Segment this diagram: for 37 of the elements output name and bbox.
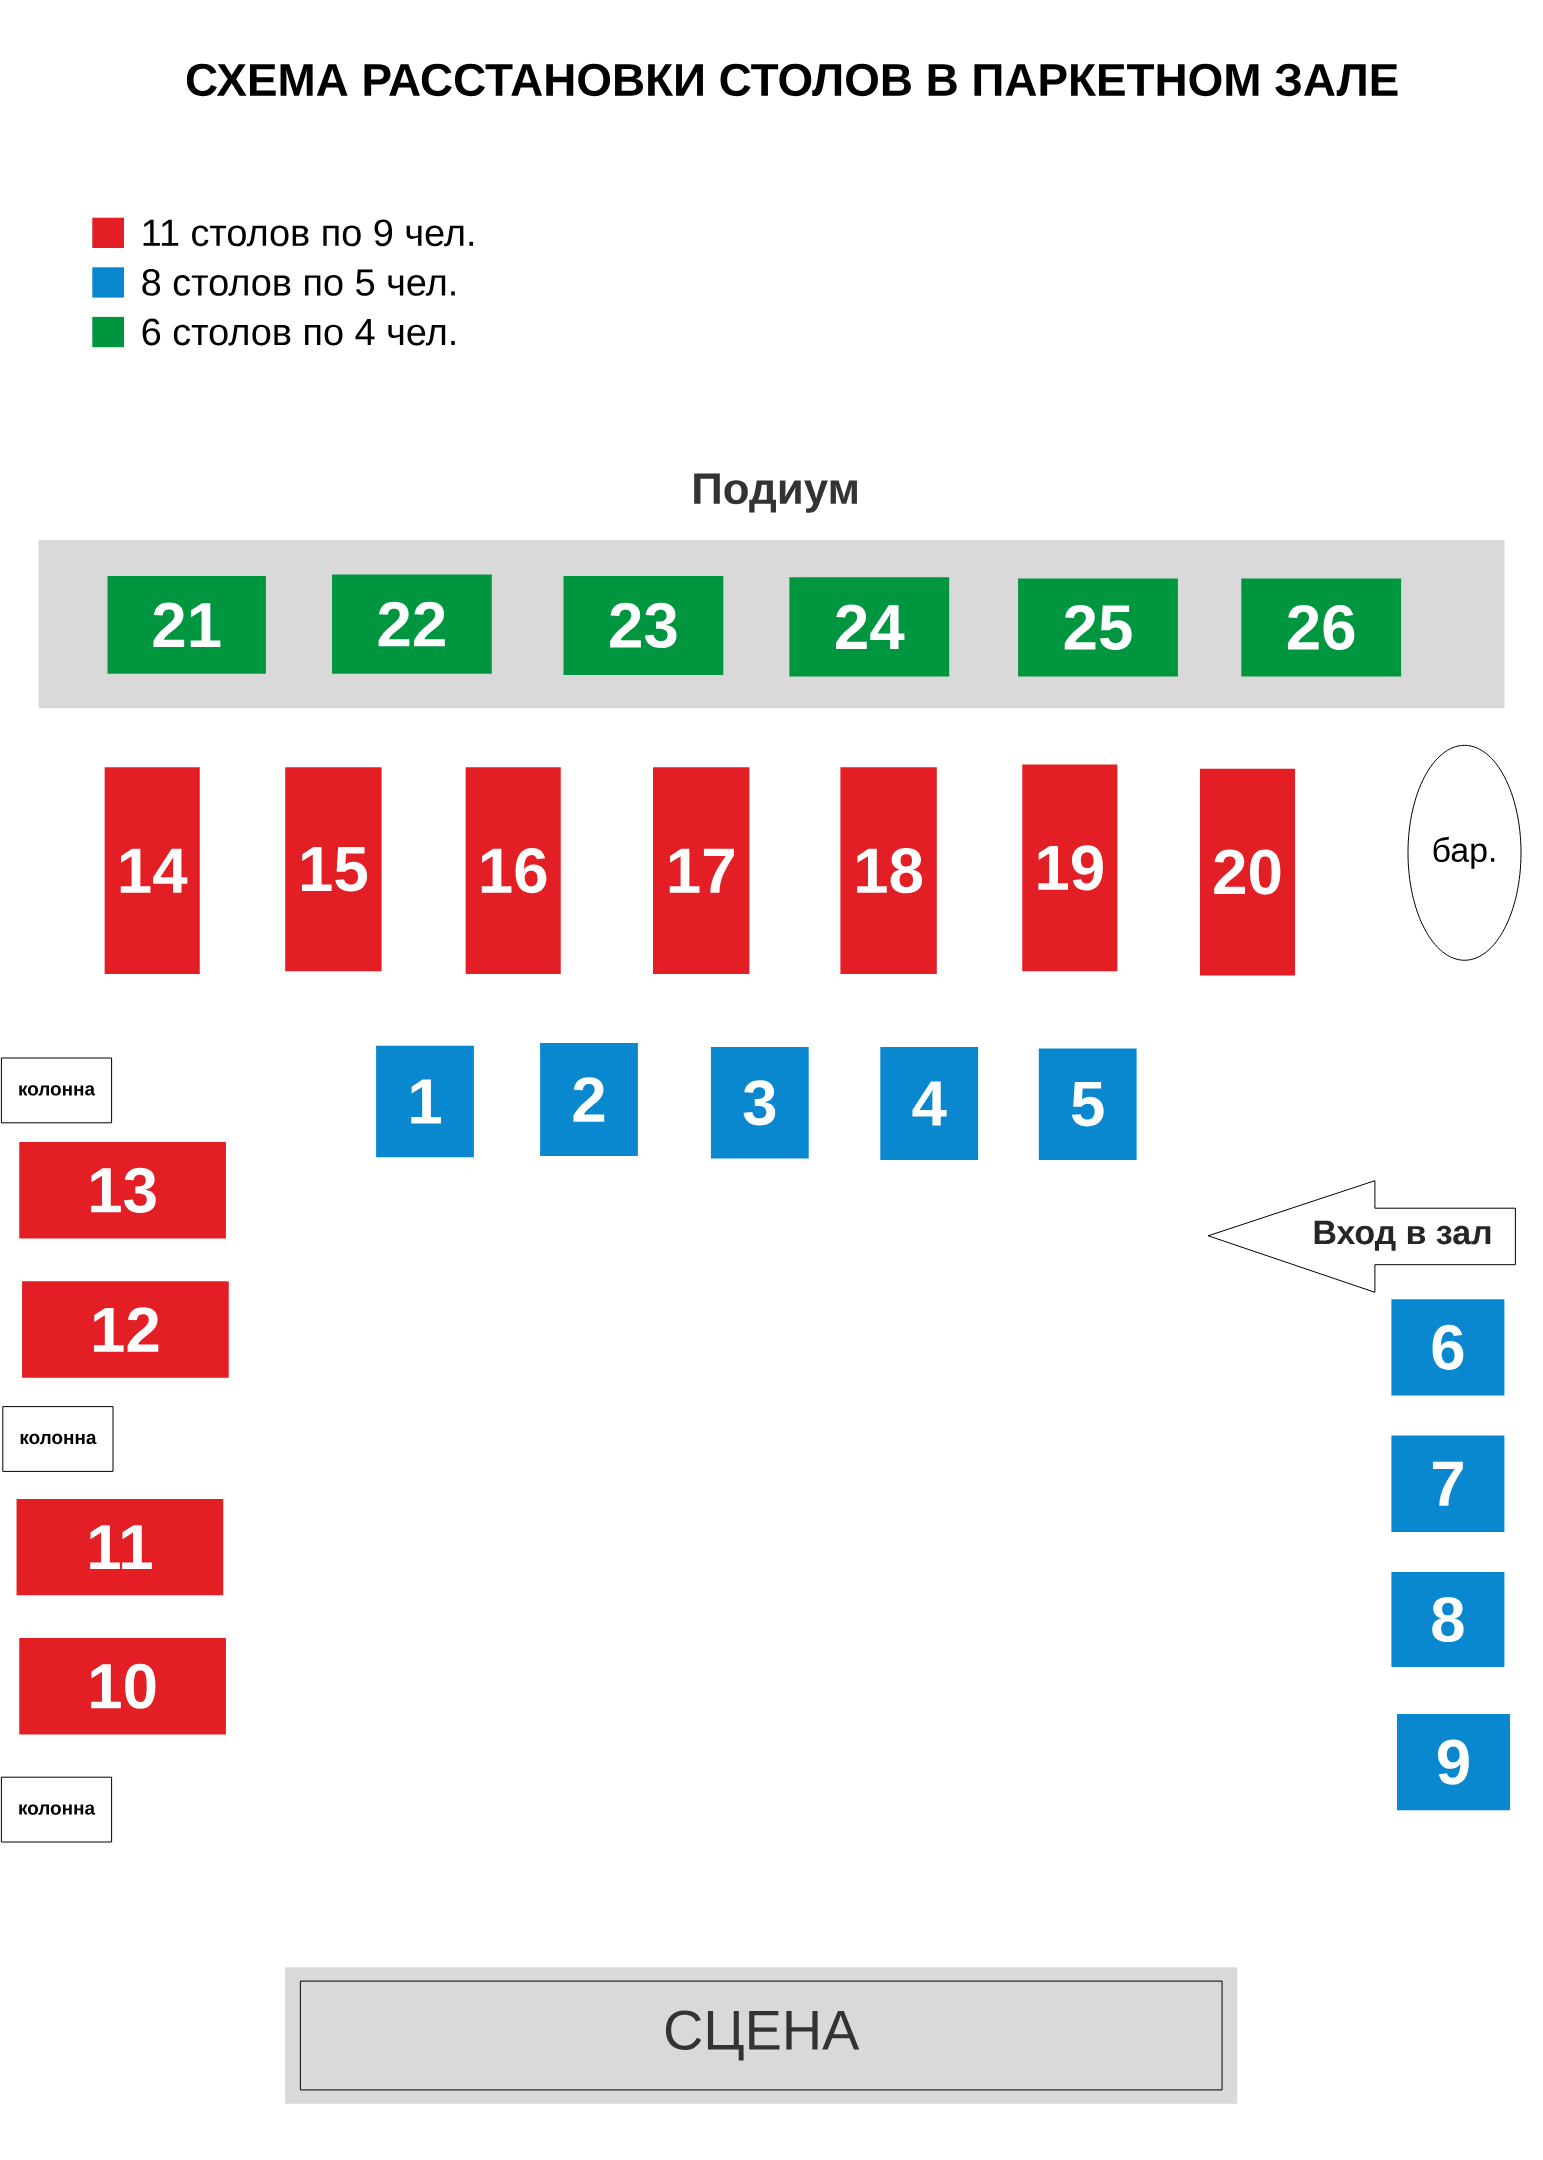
table: 13: [19, 1142, 226, 1239]
table: 12: [22, 1281, 229, 1378]
table: 11: [16, 1498, 224, 1596]
table: 16: [465, 767, 561, 975]
entrance-sign: Вход в зал: [1207, 1180, 1516, 1293]
table: 21: [107, 575, 266, 674]
table: 18: [840, 767, 937, 975]
table: 10: [19, 1638, 226, 1735]
table: 25: [1018, 578, 1178, 677]
stage: СЦЕНА: [285, 1967, 1238, 2104]
table: 7: [1391, 1435, 1505, 1532]
podium-label: Подиум: [694, 473, 857, 513]
table: 4: [880, 1047, 979, 1160]
table: 2: [540, 1042, 638, 1156]
table: 20: [1199, 768, 1296, 976]
legend-text: 11 столов по 9 чел.: [143, 219, 474, 247]
legend-text: 8 столов по 5 чел.: [142, 269, 455, 296]
table: 17: [653, 767, 750, 975]
table: 5: [1038, 1048, 1137, 1160]
table: 8: [1391, 1571, 1505, 1668]
table: 24: [789, 577, 950, 677]
column: колонна: [0, 1776, 113, 1843]
bar-counter: бар.: [1407, 744, 1522, 961]
table: 19: [1022, 764, 1118, 972]
column: колонна: [2, 1406, 114, 1472]
title: СХЕМА РАССТАНОВКИ СТОЛОВ В ПАРКЕТНОМ ЗАЛЕ: [186, 63, 1398, 97]
table: 9: [1397, 1713, 1510, 1811]
table: 14: [104, 767, 200, 975]
table: 3: [710, 1047, 809, 1159]
legend-text: 6 столов по 4 чел.: [142, 318, 455, 346]
table: 22: [332, 574, 492, 674]
column: колонна: [0, 1057, 113, 1124]
table: 6: [1391, 1299, 1505, 1396]
table: 15: [285, 767, 382, 972]
table: 1: [376, 1045, 474, 1158]
table: 26: [1241, 578, 1402, 677]
table: 23: [563, 575, 724, 676]
